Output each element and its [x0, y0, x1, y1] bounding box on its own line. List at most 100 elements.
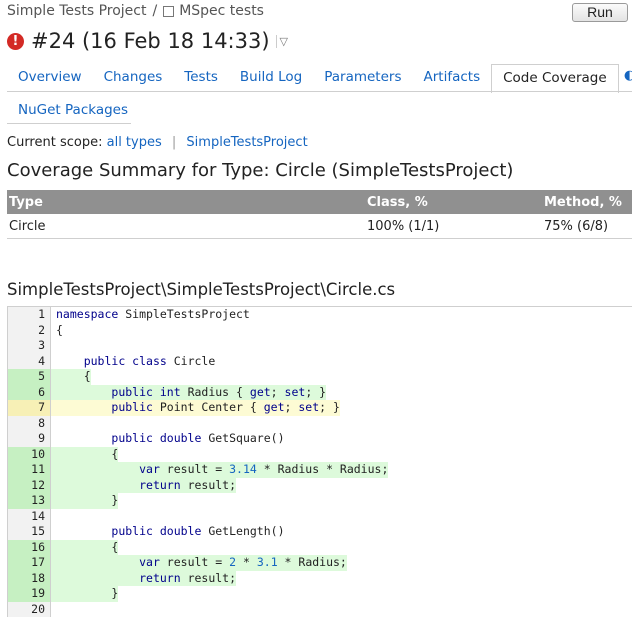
chevron-down-icon[interactable]: ▽ — [276, 35, 288, 48]
code-token: result = — [160, 555, 229, 569]
scope-link-project[interactable]: SimpleTestsProject — [186, 135, 307, 150]
code-line: 9 public double GetSquare() — [8, 431, 632, 447]
line-number: 14 — [8, 509, 51, 525]
code-line: 12 return result; — [8, 478, 632, 494]
code-token: var — [139, 462, 160, 476]
code-token: get — [250, 385, 271, 399]
code-token — [56, 400, 111, 414]
code-line: 18 return result; — [8, 571, 632, 587]
code-line: 7 public Point Center { get; set; } — [8, 400, 632, 416]
code-line: 13 } — [8, 493, 632, 509]
coverage-summary-title: Coverage Summary for Type: Circle (Simpl… — [7, 160, 513, 181]
line-number: 10 — [8, 447, 51, 463]
scope-divider: | — [172, 135, 176, 150]
tab-parameters[interactable]: Parameters — [313, 64, 412, 91]
code-text: namespace SimpleTestsProject — [51, 307, 250, 323]
scope-link-all-types[interactable]: all types — [107, 135, 162, 150]
line-number: 17 — [8, 555, 51, 571]
code-token: SimpleTestsProject — [118, 307, 250, 321]
code-text — [51, 509, 56, 525]
code-token — [56, 555, 139, 569]
code-token: Circle — [167, 354, 215, 368]
code-token: public double — [111, 431, 201, 445]
code-token — [56, 385, 111, 399]
code-token: get — [264, 400, 285, 414]
code-text: public class Circle — [51, 354, 215, 370]
code-token — [56, 524, 111, 538]
code-line: 6 public int Radius { get; set; } — [8, 385, 632, 401]
code-token: Radius { — [181, 385, 250, 399]
code-line: 15 public double GetLength() — [8, 524, 632, 540]
code-token: return — [139, 478, 181, 492]
code-text: public double GetSquare() — [51, 431, 285, 447]
summary-header-1[interactable]: Class, % — [365, 190, 542, 214]
code-text: public Point Center { get; set; } — [51, 400, 340, 416]
code-token — [56, 462, 139, 476]
tab-artifacts[interactable]: Artifacts — [413, 64, 492, 91]
code-text — [51, 338, 56, 354]
run-button[interactable]: Run — [572, 3, 628, 22]
code-text: } — [51, 586, 118, 602]
code-line: 10 { — [8, 447, 632, 463]
code-token: ; — [271, 385, 285, 399]
tab-nuget-packages[interactable]: NuGet Packages — [7, 97, 139, 124]
code-text: { — [51, 540, 118, 556]
code-token: var — [139, 555, 160, 569]
breadcrumb-separator: / — [152, 3, 157, 19]
code-token: result; — [181, 478, 236, 492]
code-token: { — [56, 323, 63, 337]
code-token: result; — [181, 571, 236, 585]
code-token: } — [56, 493, 118, 507]
code-text: public int Radius { get; set; } — [51, 385, 326, 401]
line-number: 20 — [8, 602, 51, 617]
line-number: 4 — [8, 354, 51, 370]
code-token: public class — [84, 354, 167, 368]
code-token: ; } — [305, 385, 326, 399]
line-number: 19 — [8, 586, 51, 602]
line-number: 12 — [8, 478, 51, 494]
code-line: 5 { — [8, 369, 632, 385]
code-line: 3 — [8, 338, 632, 354]
code-token: { — [56, 540, 118, 554]
code-text — [51, 416, 56, 432]
code-text: var result = 2 * 3.1 * Radius; — [51, 555, 347, 571]
summary-cell: 75% (6/8) — [542, 214, 632, 239]
code-text: { — [51, 447, 118, 463]
breadcrumb: Simple Tests Project / MSpec tests — [7, 3, 264, 19]
tab-overview[interactable]: Overview — [7, 64, 93, 91]
code-line: 11 var result = 3.14 * Radius * Radius; — [8, 462, 632, 478]
breadcrumb-project[interactable]: Simple Tests Project — [7, 3, 146, 19]
tab-changes[interactable]: Changes — [93, 64, 174, 91]
breadcrumb-config[interactable]: MSpec tests — [179, 3, 264, 19]
tab-tests[interactable]: Tests — [173, 64, 229, 91]
code-token: result = — [160, 462, 229, 476]
line-number: 2 — [8, 323, 51, 339]
code-token: * — [236, 555, 257, 569]
code-line: 17 var result = 2 * 3.1 * Radius; — [8, 555, 632, 571]
code-text: var result = 3.14 * Radius * Radius; — [51, 462, 388, 478]
line-number: 6 — [8, 385, 51, 401]
code-token: * Radius * Radius; — [257, 462, 389, 476]
tab-code-coverage[interactable]: Code Coverage — [491, 64, 619, 93]
line-number: 5 — [8, 369, 51, 385]
code-line: 14 — [8, 509, 632, 525]
tab-build-log[interactable]: Build Log — [229, 64, 313, 91]
summary-header-0[interactable]: Type — [7, 190, 365, 214]
build-title: #24 (16 Feb 18 14:33) — [31, 29, 270, 53]
summary-header-2[interactable]: Method, % — [542, 190, 632, 214]
build-config-icon — [163, 6, 174, 17]
tab-bar-divider — [7, 91, 632, 92]
code-token: { — [56, 369, 91, 383]
line-number: 7 — [8, 400, 51, 416]
code-line: 4 public class Circle — [8, 354, 632, 370]
code-token: public — [111, 400, 153, 414]
code-text: return result; — [51, 571, 236, 587]
build-header: ! #24 (16 Feb 18 14:33) ▽ — [7, 29, 288, 53]
code-token: set — [298, 400, 319, 414]
code-text: public double GetLength() — [51, 524, 285, 540]
more-tabs-icon[interactable]: ◐ — [624, 68, 632, 83]
code-token: return — [139, 571, 181, 585]
code-line: 8 — [8, 416, 632, 432]
code-text: } — [51, 493, 118, 509]
